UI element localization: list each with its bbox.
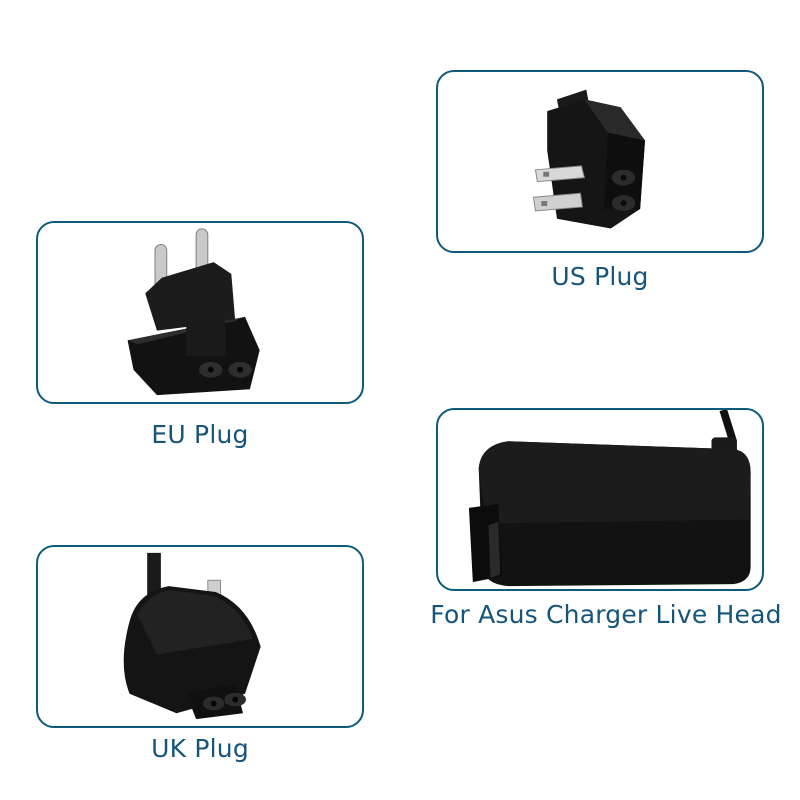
uk-plug-caption: UK Plug: [151, 734, 249, 763]
charger-head-caption: For Asus Charger Live Head: [430, 600, 782, 629]
us-plug-image: [532, 89, 645, 229]
eu-plug-card: [36, 221, 364, 404]
us-plug-caption: US Plug: [551, 262, 649, 291]
uk-plug-card: [36, 545, 364, 728]
charger-head-image: [468, 410, 751, 587]
uk-plug-image: [123, 552, 261, 720]
charger-head-card: [436, 408, 764, 591]
us-plug-card: [436, 70, 764, 253]
eu-plug-caption: EU Plug: [151, 420, 249, 449]
eu-plug-image: [127, 228, 260, 396]
